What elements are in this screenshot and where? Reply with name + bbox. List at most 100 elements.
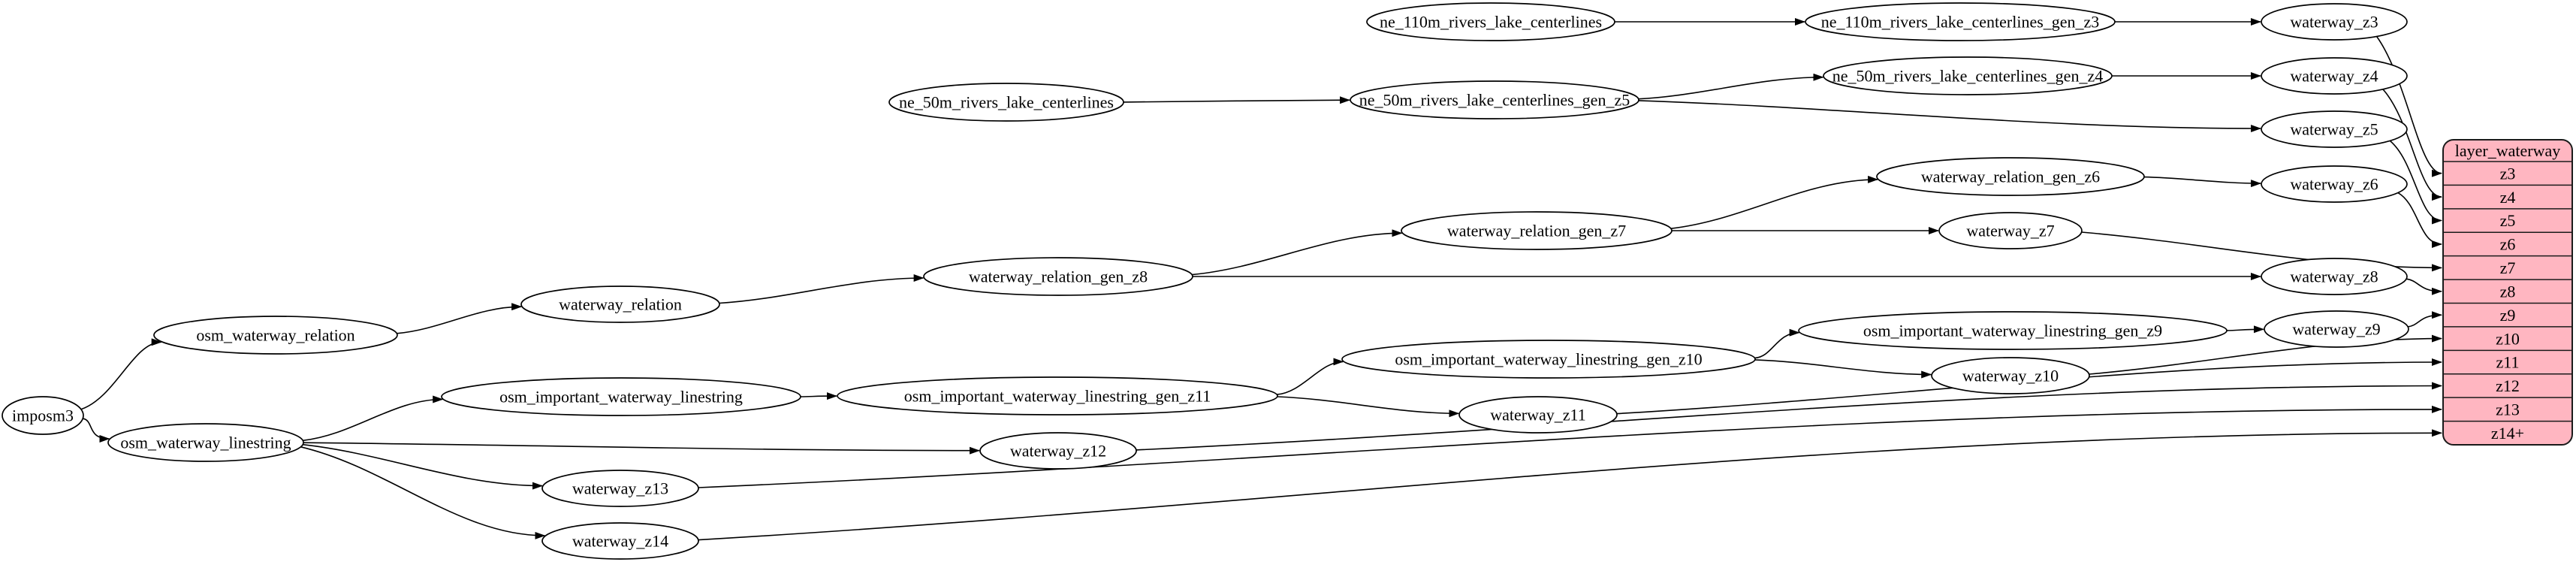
edge-osm_important_waterway_linestring_gen_z11-to-osm_important_waterway_linestring_gen_z10: [1277, 358, 1344, 395]
node-label: osm_important_waterway_linestring_gen_z1…: [904, 386, 1211, 405]
node-label: ne_50m_rivers_lake_centerlines_gen_z4: [1832, 66, 2103, 85]
node-ne_50m_rivers_lake_centerlines_gen_z4: ne_50m_rivers_lake_centerlines_gen_z4: [1823, 56, 2113, 95]
table-row-label-z9: z9: [2500, 306, 2516, 325]
node-waterway_z4: waterway_z4: [2261, 57, 2408, 95]
edge-waterway_z8-to-layer_waterway-z8: [2406, 278, 2442, 295]
edge-waterway_z7-to-layer_waterway-z7: [2081, 231, 2442, 272]
node-label: waterway_z12: [1010, 441, 1106, 460]
edge-osm_waterway_linestring-to-osm_important_waterway_linestring: [303, 395, 444, 442]
node-osm_waterway_linestring: osm_waterway_linestring: [107, 423, 304, 462]
node-osm_important_waterway_linestring_gen_z11: osm_important_waterway_linestring_gen_z1…: [837, 376, 1278, 415]
node-label: waterway_z14: [572, 531, 668, 550]
node-ellipse: [541, 522, 699, 560]
edge-waterway_z9-to-layer_waterway-z9: [2408, 311, 2442, 328]
node-ellipse: [107, 423, 304, 462]
table-row-label-z5: z5: [2500, 211, 2516, 230]
table-header-label: layer_waterway: [2455, 141, 2560, 160]
node-waterway_z12: waterway_z12: [979, 432, 1137, 470]
node-waterway_relation_gen_z7: waterway_relation_gen_z7: [1401, 211, 1673, 250]
node-waterway_z5: waterway_z5: [2261, 110, 2408, 148]
edge-osm_waterway_linestring-to-waterway_z14: [300, 446, 546, 539]
node-ne_50m_rivers_lake_centerlines: ne_50m_rivers_lake_centerlines: [888, 83, 1124, 122]
edge-osm_waterway_relation-to-waterway_relation: [397, 303, 523, 334]
node-ellipse: [1931, 357, 2090, 394]
table-body: [2442, 139, 2573, 446]
node-ellipse: [1876, 157, 2145, 196]
node-ellipse: [888, 83, 1124, 122]
node-label: osm_waterway_linestring: [120, 433, 291, 452]
node-ellipse: [2261, 57, 2408, 95]
edge-imposm3-to-osm_waterway_relation: [80, 338, 162, 410]
edge-imposm3-to-osm_waterway_linestring: [83, 418, 110, 443]
node-ellipse: [1401, 211, 1673, 250]
node-ellipse: [1366, 2, 1615, 41]
table-row-label-z11: z11: [2496, 353, 2520, 372]
node-ellipse: [2, 396, 84, 435]
node-waterway_z14: waterway_z14: [541, 522, 699, 560]
edge-waterway_relation_gen_z7-to-waterway_relation_gen_z6: [1670, 175, 1879, 229]
node-ellipse: [1458, 396, 1618, 434]
node-ellipse: [1341, 340, 1756, 379]
node-waterway_relation: waterway_relation: [520, 286, 720, 323]
edge-osm_important_waterway_linestring_gen_z10-to-osm_important_waterway_linestring_gen_z9: [1754, 328, 1800, 359]
node-ellipse: [520, 286, 720, 323]
node-label: waterway_z11: [1490, 405, 1585, 424]
table-row-label-z12: z12: [2496, 376, 2520, 395]
edge-waterway_z3-to-layer_waterway-z3: [2375, 36, 2442, 177]
node-label: ne_50m_rivers_lake_centerlines: [899, 92, 1114, 111]
edge-waterway_z12-to-layer_waterway-z12: [1136, 382, 2442, 451]
node-osm_waterway_relation: osm_waterway_relation: [153, 316, 398, 355]
edge-layer: [80, 18, 2442, 541]
edge-osm_important_waterway_linestring-to-osm_important_waterway_linestring_gen_z11: [800, 392, 837, 400]
node-waterway_relation_gen_z8: waterway_relation_gen_z8: [923, 257, 1193, 296]
node-osm_important_waterway_linestring_gen_z10: osm_important_waterway_linestring_gen_z1…: [1341, 340, 1756, 379]
edge-ne_50m_rivers_lake_centerlines-to-ne_50m_rivers_lake_centerlines_gen_z5: [1123, 96, 1350, 104]
table-layer_waterway: layer_waterwayz3z4z5z6z7z8z9z10z11z12z13…: [2442, 139, 2573, 446]
edge-waterway_z13-to-layer_waterway-z13: [698, 405, 2442, 488]
edge-ne_50m_rivers_lake_centerlines_gen_z5-to-waterway_z5: [1638, 100, 2262, 132]
node-label: ne_110m_rivers_lake_centerlines: [1380, 12, 1602, 31]
node-waterway_relation_gen_z6: waterway_relation_gen_z6: [1876, 157, 2145, 196]
edge-waterway_z14-to-layer_waterway-z14+: [698, 429, 2442, 541]
node-label: waterway_z5: [2290, 119, 2378, 138]
node-label: waterway_z6: [2290, 174, 2378, 193]
edge-osm_important_waterway_linestring_gen_z11-to-waterway_z11: [1277, 396, 1460, 418]
node-label: waterway_z9: [2292, 319, 2380, 338]
node-label: waterway_relation_gen_z7: [1447, 221, 1626, 240]
node-ellipse: [1350, 80, 1639, 119]
node-ellipse: [2261, 258, 2408, 295]
node-ellipse: [1805, 2, 2116, 41]
edge-waterway_relation-to-waterway_relation_gen_z8: [719, 274, 925, 304]
node-waterway_z10: waterway_z10: [1931, 357, 2090, 394]
edge-ne_50m_rivers_lake_centerlines_gen_z5-to-ne_50m_rivers_lake_centerlines_gen_z4: [1638, 73, 1824, 100]
table-row-label-z10: z10: [2496, 329, 2520, 348]
node-waterway_z6: waterway_z6: [2261, 165, 2408, 203]
edge-osm_important_waterway_linestring_gen_z10-to-waterway_z10: [1754, 359, 1932, 379]
node-ellipse: [441, 377, 801, 416]
node-ellipse: [1798, 311, 2228, 350]
node-waterway_z13: waterway_z13: [541, 470, 699, 507]
node-label: waterway_z8: [2290, 267, 2378, 286]
table-row-label-z4: z4: [2500, 188, 2516, 207]
node-label: ne_110m_rivers_lake_centerlines_gen_z3: [1821, 12, 2100, 31]
node-waterway_z3: waterway_z3: [2261, 3, 2408, 41]
node-waterway_z7: waterway_z7: [1938, 212, 2083, 249]
node-label: waterway_z13: [572, 479, 668, 497]
node-label: osm_important_waterway_linestring_gen_z9: [1863, 321, 2162, 340]
node-label: waterway_relation_gen_z6: [1921, 167, 2100, 186]
table-row-label-z13: z13: [2496, 400, 2520, 419]
node-ellipse: [153, 316, 398, 355]
node-ellipse: [1938, 212, 2083, 249]
node-imposm3: imposm3: [2, 396, 84, 435]
node-label: osm_waterway_relation: [196, 325, 354, 344]
node-label: waterway_z10: [1962, 366, 2059, 385]
table-row-label-z8: z8: [2500, 282, 2516, 301]
node-label: waterway_z7: [1966, 221, 2054, 240]
table-row-label-z14+: z14+: [2491, 424, 2524, 443]
table-row-label-z7: z7: [2500, 258, 2516, 277]
node-label: waterway_z4: [2290, 66, 2378, 85]
edge-osm_important_waterway_linestring_gen_z9-to-waterway_z9: [2226, 325, 2264, 334]
node-label: waterway_relation: [559, 295, 682, 313]
